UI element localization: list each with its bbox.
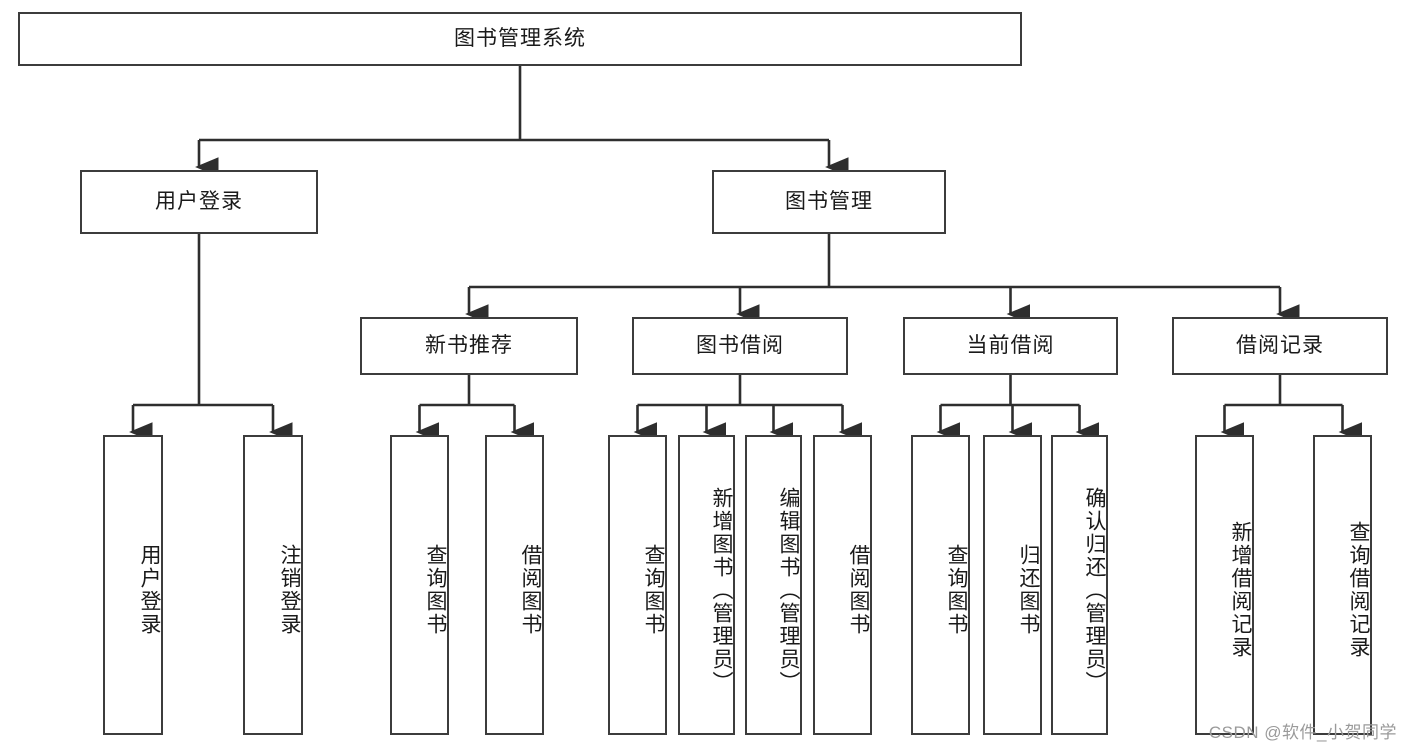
node-label: 用户登录 <box>155 190 243 214</box>
node-label: 查询图书 <box>642 544 665 636</box>
node-l2-2[interactable]: 图书管理 <box>712 170 946 234</box>
node-leaf-3[interactable]: 查询图书 <box>390 435 449 735</box>
node-leaf-4[interactable]: 借阅图书 <box>485 435 544 735</box>
node-label: 确认归还（管理员） <box>1083 486 1106 694</box>
node-leaf-1[interactable]: 用户登录 <box>103 435 163 735</box>
node-label: 查询借阅记录 <box>1347 521 1370 659</box>
node-leaf-7[interactable]: 编辑图书（管理员） <box>745 435 802 735</box>
node-leaf-8[interactable]: 借阅图书 <box>813 435 872 735</box>
node-label: 图书借阅 <box>696 334 784 358</box>
node-label: 查询图书 <box>945 544 968 636</box>
node-l3-3[interactable]: 当前借阅 <box>903 317 1118 375</box>
node-label: 借阅图书 <box>519 544 542 636</box>
node-label: 新增借阅记录 <box>1229 521 1252 659</box>
node-label: 归还图书 <box>1017 544 1040 636</box>
node-label: 编辑图书（管理员） <box>777 486 800 694</box>
node-label: 图书管理 <box>785 190 873 214</box>
node-label: 新书推荐 <box>425 334 513 358</box>
node-label: 注销登录 <box>278 544 301 636</box>
watermark: CSDN @软件_小贺同学 <box>1208 723 1397 742</box>
node-leaf-13[interactable]: 查询借阅记录 <box>1313 435 1372 735</box>
node-label: 图书管理系统 <box>454 27 586 51</box>
node-label: 借阅图书 <box>847 544 870 636</box>
node-leaf-5[interactable]: 查询图书 <box>608 435 667 735</box>
node-label: 借阅记录 <box>1236 334 1324 358</box>
node-label: 当前借阅 <box>966 334 1055 358</box>
node-leaf-10[interactable]: 归还图书 <box>983 435 1042 735</box>
node-leaf-12[interactable]: 新增借阅记录 <box>1195 435 1254 735</box>
node-leaf-6[interactable]: 新增图书（管理员） <box>678 435 735 735</box>
node-label: 新增图书（管理员） <box>710 486 733 694</box>
node-l3-4[interactable]: 借阅记录 <box>1172 317 1388 375</box>
node-leaf-9[interactable]: 查询图书 <box>911 435 970 735</box>
node-l2-1[interactable]: 用户登录 <box>80 170 318 234</box>
node-l3-2[interactable]: 图书借阅 <box>632 317 848 375</box>
node-l3-1[interactable]: 新书推荐 <box>360 317 578 375</box>
node-leaf-11[interactable]: 确认归还（管理员） <box>1051 435 1108 735</box>
node-leaf-2[interactable]: 注销登录 <box>243 435 303 735</box>
node-label: 查询图书 <box>424 544 447 636</box>
node-label: 用户登录 <box>138 544 161 636</box>
node-root[interactable]: 图书管理系统 <box>18 12 1022 66</box>
